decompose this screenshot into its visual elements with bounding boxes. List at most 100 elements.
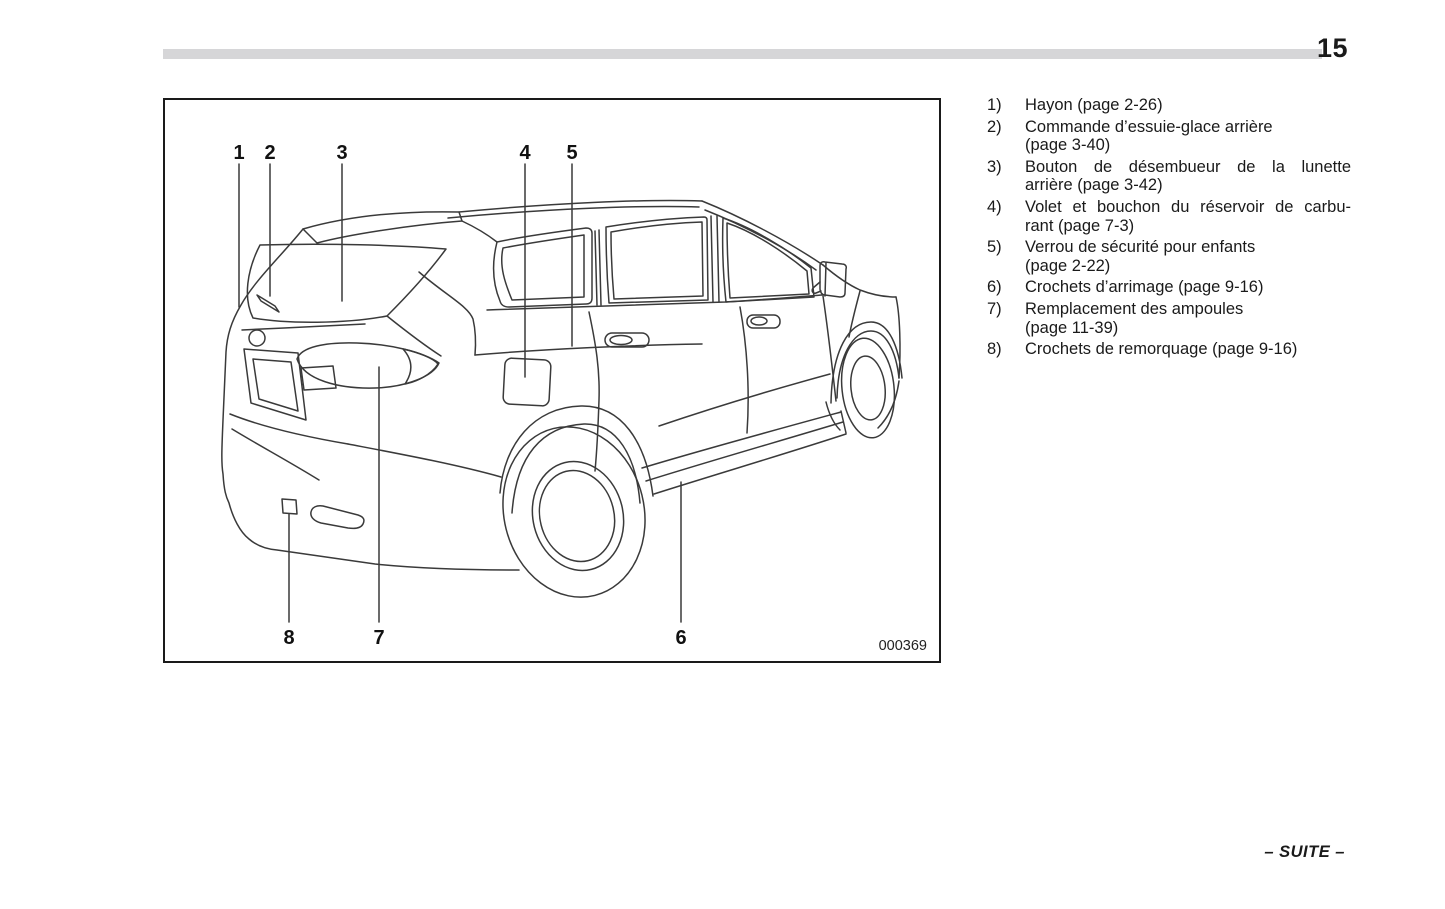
bumper-crease bbox=[231, 428, 320, 481]
legend-item-text: Remplacement des ampoules bbox=[1025, 299, 1244, 318]
legend-item-text: Volet et bouchon du réservoir de carbu- bbox=[1025, 197, 1351, 216]
rocker-line-3 bbox=[653, 433, 847, 495]
rear-rim bbox=[531, 460, 625, 572]
shoulder-line bbox=[386, 315, 442, 357]
legend-item-3: 3) Bouton de désembueur de la lunette ar… bbox=[987, 158, 1351, 195]
legend-item-number: 8) bbox=[987, 340, 1002, 359]
page-number: 15 bbox=[1316, 33, 1348, 63]
callout-8: 8 bbox=[283, 627, 295, 649]
legend-item-number: 2) bbox=[987, 117, 1002, 136]
legend-item-text: rant (page 7-3) bbox=[1025, 216, 1135, 235]
rocker-line-1 bbox=[641, 411, 842, 469]
legend-item-text: Crochets d’arrimage (page 9-16) bbox=[1025, 278, 1264, 297]
legend-item-number: 5) bbox=[987, 238, 1002, 257]
a-pillar-inner bbox=[704, 209, 817, 271]
legend-item-number: 3) bbox=[987, 157, 1002, 176]
tailgate-crease bbox=[241, 323, 366, 331]
callout-6: 6 bbox=[675, 627, 687, 649]
front-door-seam bbox=[739, 306, 749, 434]
car-silhouette bbox=[221, 228, 520, 571]
b-pillar-1 bbox=[710, 215, 714, 303]
front-edge bbox=[895, 296, 901, 379]
legend-item-text: Crochets de remorquage (page 9-16) bbox=[1025, 340, 1298, 359]
license-plate bbox=[252, 358, 299, 412]
mud-flap bbox=[825, 401, 841, 431]
rear-spoiler bbox=[302, 211, 463, 244]
legend-item-2: 2) Commande d’essuie-glace arrière (page… bbox=[987, 118, 1351, 155]
legend-item-8: 8) Crochets de remorquage (page 9-16) bbox=[987, 340, 1351, 359]
b-pillar-2 bbox=[716, 215, 720, 303]
legend-item-1: 1) Hayon (page 2-26) bbox=[987, 96, 1351, 115]
callout-2: 2 bbox=[264, 142, 276, 164]
legend-item-number: 6) bbox=[987, 278, 1002, 297]
bumper-reflector bbox=[310, 505, 365, 530]
c-pillar-edge bbox=[461, 220, 498, 243]
beltline bbox=[474, 343, 703, 356]
front-door-handle-grip bbox=[750, 316, 768, 326]
front-door-window-inner bbox=[726, 222, 810, 299]
leader-lines bbox=[238, 163, 682, 623]
tailgate-emblem bbox=[248, 329, 266, 347]
callout-7: 7 bbox=[373, 627, 385, 649]
tow-hook-cover bbox=[281, 498, 298, 515]
roof-drip-rail bbox=[447, 205, 700, 219]
callout-5: 5 bbox=[566, 142, 578, 164]
front-bumper-corner bbox=[877, 380, 900, 429]
front-door-window bbox=[721, 217, 815, 303]
legend-item-number: 7) bbox=[987, 299, 1002, 318]
rear-wiper bbox=[256, 294, 280, 313]
callout-3: 3 bbox=[336, 142, 348, 164]
legend-list: 1) Hayon (page 2-26) 2) Commande d’essui… bbox=[987, 96, 1351, 362]
legend-item-number: 4) bbox=[987, 197, 1002, 216]
legend-item-text: arrière (page 3-42) bbox=[1025, 176, 1163, 195]
window-sill bbox=[486, 294, 823, 311]
rear-door-handle bbox=[604, 332, 650, 348]
front-tire bbox=[840, 337, 896, 439]
taillight bbox=[296, 342, 440, 389]
bumper-top bbox=[229, 413, 349, 445]
quarter-window-inner bbox=[500, 234, 585, 301]
legend-item-number: 1) bbox=[987, 96, 1002, 114]
side-mirror-stalk bbox=[811, 281, 822, 294]
legend-item-text: (page 2-22) bbox=[1025, 256, 1111, 275]
rocker-line-2 bbox=[645, 421, 844, 482]
front-arch bbox=[836, 330, 900, 399]
pillar-line-2 bbox=[598, 229, 602, 306]
license-recess bbox=[243, 348, 307, 421]
vehicle-figure: 1 2 3 4 5 6 7 8 000369 bbox=[163, 98, 941, 663]
front-rim bbox=[850, 355, 886, 421]
legend-item-text: Bouton de désembueur de la lunette bbox=[1025, 157, 1351, 176]
rocker-end bbox=[840, 410, 847, 434]
rear-door-window-inner bbox=[610, 221, 704, 300]
rear-tire bbox=[502, 426, 646, 598]
side-mirror bbox=[819, 261, 847, 298]
rear-door-seam bbox=[588, 311, 600, 472]
legend-item-text: (page 3-40) bbox=[1025, 136, 1111, 155]
vehicle-diagram bbox=[221, 163, 903, 623]
figure-code: 000369 bbox=[878, 638, 927, 654]
legend-item-text: Hayon (page 2-26) bbox=[1025, 96, 1163, 114]
rear-arch-outer bbox=[499, 405, 654, 497]
legend-item-text: Verrou de sécurité pour enfants bbox=[1025, 238, 1256, 257]
front-door-handle bbox=[746, 314, 781, 329]
rear-window bbox=[246, 243, 447, 323]
quarter-window bbox=[492, 227, 593, 308]
rear-door-handle-grip bbox=[609, 334, 633, 346]
front-arch-flare bbox=[830, 321, 903, 404]
d-pillar-shoulder bbox=[418, 271, 477, 356]
callout-1: 1 bbox=[233, 142, 245, 164]
fender-seam bbox=[822, 295, 837, 402]
a-pillar-outer bbox=[701, 200, 824, 266]
legend-item-4: 4) Volet et bouchon du réservoir de carb… bbox=[987, 198, 1351, 235]
rear-rim-inner bbox=[538, 469, 616, 563]
legend-item-text: (page 11-39) bbox=[1025, 318, 1119, 337]
taillight-lens bbox=[402, 348, 439, 385]
rear-door-window bbox=[605, 216, 709, 304]
header-rule bbox=[163, 49, 1322, 59]
fuel-door bbox=[502, 357, 552, 407]
pillar-line-1 bbox=[594, 230, 598, 306]
side-mirror-line bbox=[824, 262, 827, 297]
callout-4: 4 bbox=[519, 142, 531, 164]
legend-item-text: Commande d’essuie-glace arrière bbox=[1025, 117, 1273, 136]
cowl-hood bbox=[822, 264, 897, 298]
